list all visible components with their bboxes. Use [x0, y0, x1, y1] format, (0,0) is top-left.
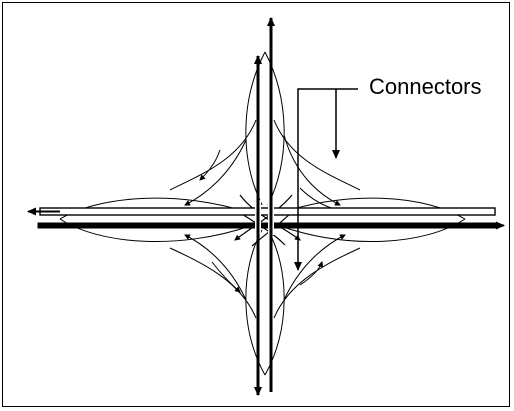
loop-ramp-west — [59, 197, 251, 242]
loop-ramp-southeast — [273, 234, 361, 319]
loop-ramp-northwest — [169, 119, 257, 206]
north-south-overpass — [255, 200, 274, 236]
loop-ramp-south — [245, 229, 285, 376]
inner-connectors — [234, 194, 301, 247]
loop-ramp-northeast — [273, 119, 361, 211]
loop-ramp-southwest — [169, 234, 257, 319]
connectors-label: Connectors — [369, 74, 482, 99]
loop-ramp-east — [279, 197, 466, 242]
connectors-callout — [294, 88, 358, 271]
